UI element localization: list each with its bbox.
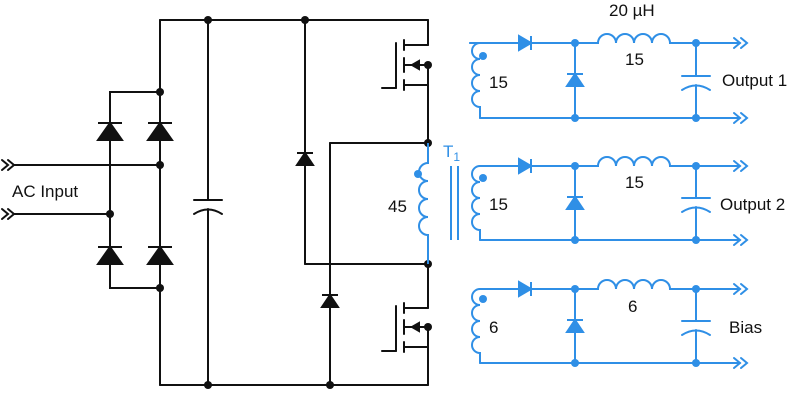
output-1-rectifier bbox=[518, 34, 533, 52]
output-2-freewheel bbox=[565, 195, 585, 210]
secondary-diode-symbols bbox=[518, 34, 585, 333]
inductance-label: 20 µH bbox=[609, 1, 655, 20]
mosfet-upper bbox=[381, 19, 429, 144]
output-2-winding-turns: 15 bbox=[489, 195, 508, 214]
primary-circuit bbox=[1, 19, 429, 386]
transformer-primary-winding bbox=[414, 143, 429, 264]
bias-name: Bias bbox=[729, 318, 762, 337]
secondary-circuits bbox=[469, 33, 749, 369]
mosfet-lower bbox=[381, 263, 429, 386]
output-2-rectifier bbox=[518, 157, 533, 175]
output-2-circuit bbox=[471, 156, 749, 246]
bias-freewheel bbox=[565, 318, 585, 333]
bias-polarity-dot bbox=[479, 295, 487, 303]
bias-inductor-turns: 6 bbox=[628, 297, 637, 316]
secondary-dots bbox=[479, 39, 700, 367]
output-1-polarity-dot bbox=[479, 52, 487, 60]
transformer-label: T1 bbox=[443, 142, 460, 164]
output-1-winding-turns: 15 bbox=[489, 73, 508, 92]
clamp-diode-upper bbox=[304, 19, 429, 265]
ac-input-terminals bbox=[1, 159, 161, 220]
bridge-diode-top-right bbox=[146, 121, 174, 141]
ac-input-label: AC Input bbox=[12, 182, 78, 201]
bridge-diode-top-left bbox=[96, 121, 124, 141]
output-1-freewheel bbox=[565, 72, 585, 87]
output-1-name: Output 1 bbox=[722, 71, 787, 90]
clamp-diode-lower bbox=[329, 142, 429, 386]
primary-junction-dots bbox=[106, 16, 432, 389]
bridge-diode-bottom-right bbox=[146, 245, 174, 265]
output-2-polarity-dot bbox=[479, 174, 487, 182]
output-1-circuit bbox=[469, 33, 749, 124]
output-1-inductor-turns: 15 bbox=[625, 50, 644, 69]
primary-dot bbox=[414, 170, 422, 178]
clamp-diode-lower-symbol bbox=[320, 293, 340, 308]
bridge-diode-bottom-left bbox=[96, 245, 124, 265]
clamp-diode-upper-symbol bbox=[295, 151, 315, 166]
transformer-core bbox=[450, 166, 459, 240]
primary-turns-label: 45 bbox=[388, 197, 407, 216]
transformer-subscript: 1 bbox=[453, 150, 460, 164]
bridge-rectifier bbox=[109, 19, 161, 386]
output-2-name: Output 2 bbox=[720, 195, 785, 214]
bias-circuit bbox=[471, 279, 749, 369]
bulk-capacitor bbox=[193, 19, 223, 386]
primary-diode-triangles bbox=[96, 59, 420, 333]
bias-rectifier bbox=[518, 280, 533, 298]
output-2-inductor-turns: 15 bbox=[625, 173, 644, 192]
bias-winding-turns: 6 bbox=[489, 318, 498, 337]
